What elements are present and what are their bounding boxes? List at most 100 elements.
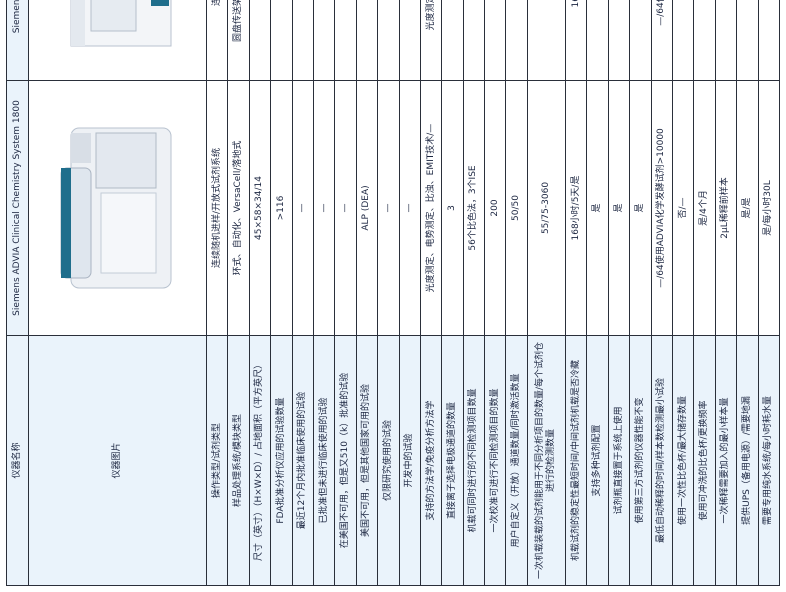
- spec-value-1: 56个比色法，3个ISE: [463, 80, 485, 336]
- spec-label: 试剂瓶直接置于系统上使用: [608, 335, 630, 586]
- img-label: 仪器图片: [28, 335, 207, 586]
- spec-value-2: 200: [484, 0, 506, 81]
- spec-value-2: >116: [270, 0, 293, 81]
- spec-value-2: —: [399, 0, 421, 81]
- spec-label: 尺寸（英寸）（H×W×D）/ 占地面积（平方英尺）: [249, 335, 271, 586]
- spec-value-2: 是/4个月: [693, 0, 716, 81]
- spec-value-1: —/64使用ADVIA化学发酵试剂>10000: [651, 80, 673, 336]
- spec-value-1: 168小时/5天/是: [565, 80, 587, 336]
- spec-value-2: 50/50: [505, 0, 528, 81]
- spec-value-1: 光度测定、电势测定、比浊、EMIT技术/—: [420, 80, 442, 336]
- spec-value-1: 是/每小时30L: [758, 80, 780, 336]
- spec-value-2: 56比色，3ISE: [463, 0, 485, 81]
- spec-value-2: 168小时/5天/是（6°~13°C）: [565, 0, 587, 81]
- spec-value-1: 环式、自动化、VersaCell/落地式: [227, 80, 250, 336]
- spec-value-2: 是: [586, 0, 609, 81]
- spec-label: 在美国不可用，但是又510（k）批准的试验: [334, 335, 357, 586]
- spec-value-2: 光度测定、电势测定、比浊、EMIT技术/—: [420, 0, 442, 81]
- spec-value-2: 是/<40L: [758, 0, 780, 81]
- spec-row: 已批准但未进行临床使用的试验—fructosamine: [313, 0, 335, 586]
- spec-value-2: ALP (DEA): [356, 0, 378, 81]
- spec-value-1: 是: [586, 80, 609, 336]
- spec-value-1: —: [399, 80, 421, 336]
- spec-row: 最低自动稀释的时间/样本数检测最小试验—/64使用ADVIA化学发酵试剂>100…: [651, 0, 673, 586]
- spec-row: 一次稀释需要加入的最小样本量2μL稀释前样本2mL稀释前样本: [715, 0, 737, 586]
- spec-value-1: —: [292, 80, 314, 336]
- spec-value-1: 2μL稀释前样本: [715, 80, 737, 336]
- spec-value-1: 45×58×34/14: [249, 80, 271, 336]
- spec-label: 仅限研究使用的试验: [377, 335, 400, 586]
- instrument-image-row: 仪器图片: [28, 0, 207, 586]
- spec-value-2: —: [334, 0, 357, 81]
- analyzer-xpt-image: [70, 0, 171, 47]
- spec-label: 提供UPS（备用电源）/需要地漏: [736, 335, 759, 586]
- spec-row: 试剂瓶直接置于系统上使用是是: [608, 0, 630, 586]
- spec-value-2: 3（间接）: [441, 0, 464, 81]
- spec-label: 开发中的试验: [399, 335, 421, 586]
- spec-label: 支持的方法学/免疫分析方法学: [420, 335, 442, 586]
- spec-row: 一次校准可进行不同检测项目的数量200200: [484, 0, 506, 586]
- spec-label: 一次机载装载的试剂能用于不同分析项目的数量/每个试剂仓进行的检测数量: [527, 335, 566, 586]
- spec-value-1: 是: [608, 80, 630, 336]
- spec-value-2: 59/75-2590: [527, 0, 566, 81]
- spec-row: 开发中的试验——: [399, 0, 421, 586]
- spec-value-2: —: [377, 0, 400, 81]
- spec-label: 支持多种试剂配置: [586, 335, 609, 586]
- spec-row: 支持的方法学/免疫分析方法学光度测定、电势测定、比浊、EMIT技术/—光度测定、…: [420, 0, 442, 586]
- spec-row: 样品处理系统/模块类型环式、自动化、VersaCell/落地式圆盘传送架处理样本…: [227, 0, 250, 586]
- spec-value-1: 50/50: [505, 80, 528, 336]
- spec-label: 美国不可用，但是其他国家可用的试验: [356, 335, 378, 586]
- spec-value-2: 53×70×39/19: [249, 0, 271, 81]
- spec-row: 最近12个月内批准临床使用的试验——: [292, 0, 314, 586]
- spec-label: 使用一次性比色杯/最大储存数量: [672, 335, 694, 586]
- spec-label: 最低自动稀释的时间/样本数检测最小试验: [651, 335, 673, 586]
- spec-label: 操作类型/试剂类型: [206, 335, 228, 586]
- spec-label: 机载可同时进行的不同检测项目数量: [463, 335, 485, 586]
- spec-value-2: 是: [629, 0, 652, 81]
- spec-label: 使用第三方试剂的仪器性能不变: [629, 335, 652, 586]
- spec-value-2: 是: [608, 0, 630, 81]
- instrument-image-2: [28, 0, 207, 81]
- spec-label: 最近12个月内批准临床使用的试验: [292, 335, 314, 586]
- spec-row: 使用第三方试剂的仪器性能不变是是: [629, 0, 652, 586]
- spec-row: 在美国不可用，但是又510（k）批准的试验——: [334, 0, 357, 586]
- spec-value-1: 3: [441, 80, 464, 336]
- analyzer-1800-image: [60, 127, 171, 289]
- instrument-name-1: Siemens ADVIA Clinical Chemistry System …: [6, 80, 29, 336]
- spec-value-1: 是/是: [736, 80, 759, 336]
- spec-value-2: 否/—: [672, 0, 694, 81]
- spec-row: 仅限研究使用的试验——: [377, 0, 400, 586]
- spec-value-2: fructosamine: [313, 0, 335, 81]
- spec-label: FDA批准分析仪应用的试验数量: [270, 335, 293, 586]
- spec-label: 需要专用纯水系统/每小时耗水量: [758, 335, 780, 586]
- spec-value-1: 是/4个月: [693, 80, 716, 336]
- spec-label: 一次稀释需要加入的最小样本量: [715, 335, 737, 586]
- spec-value-2: —/64使用ADVIA化学发酵试剂>10000: [651, 0, 673, 81]
- instrument-name-2: Siemens ADVIA Chemistry XPT System: [6, 0, 29, 81]
- spec-label: 机载试剂的稳定性最短时间/中间试剂机载是否冷藏: [565, 335, 587, 586]
- spec-value-1: —: [334, 80, 357, 336]
- spec-value-2: 连续随机进样/开放式试剂系统: [206, 0, 228, 81]
- spec-value-1: 55/75-3060: [527, 80, 566, 336]
- col-label: 仪器名称: [6, 335, 29, 586]
- spec-label: 已批准但未进行临床使用的试验: [313, 335, 335, 586]
- spec-value-2: 2mL稀释前样本: [715, 0, 737, 81]
- spec-label: 用户自定义（开放）通道数量/同时激活数量: [505, 335, 528, 586]
- spec-value-1: —: [313, 80, 335, 336]
- spec-label: 直接离子选择电极通道的数量: [441, 335, 464, 586]
- spec-row: 尺寸（英寸）（H×W×D）/ 占地面积（平方英尺）45×58×34/1453×7…: [249, 0, 271, 586]
- spec-value-1: 200: [484, 80, 506, 336]
- spec-row: FDA批准分析仪应用的试验数量>116>116: [270, 0, 293, 586]
- spec-value-1: 否/—: [672, 80, 694, 336]
- spec-row: 机载试剂的稳定性最短时间/中间试剂机载是否冷藏168小时/5天/是168小时/5…: [565, 0, 587, 586]
